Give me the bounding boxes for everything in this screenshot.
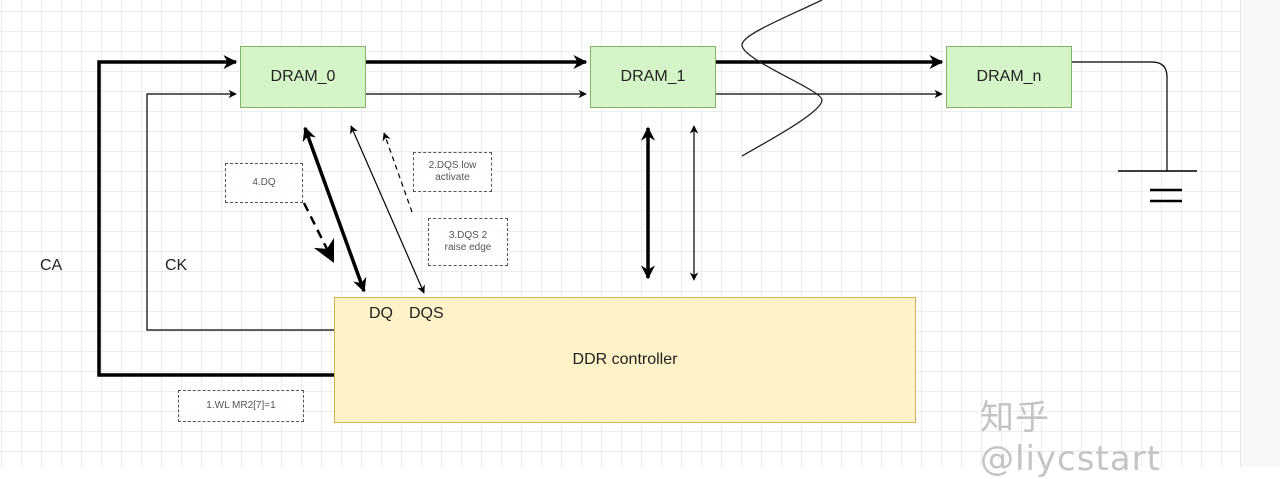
ca-signal-label: CA — [40, 257, 63, 274]
dram-1-label: DRAM_1 — [620, 68, 686, 85]
wires-layer — [97, 0, 1197, 377]
diagram-canvas: DRAM_0 DRAM_1 DRAM_n DQ DQS DDR controll… — [0, 0, 1240, 479]
dram-0-label: DRAM_0 — [270, 68, 336, 85]
ddr-controller-box[interactable]: DQ DQS DDR controller — [334, 297, 916, 423]
dram-n-box[interactable]: DRAM_n — [946, 46, 1072, 108]
ddr-controller-label: DDR controller — [572, 351, 678, 368]
ca-bus-line — [97, 55, 334, 377]
right-scroll-rail[interactable] — [1240, 0, 1280, 467]
dram-n-label: DRAM_n — [976, 68, 1042, 85]
termination-line — [1072, 61, 1168, 171]
watermark: 知乎 @liycstart — [980, 398, 1161, 479]
dram-1-box[interactable]: DRAM_1 — [590, 46, 716, 108]
dq-dashed-indicator — [302, 202, 335, 264]
dqs-dashed-indicator — [382, 132, 413, 213]
note-write-leveling[interactable]: 1.WL MR2[7]=1 — [178, 390, 304, 422]
bus-break-symbol — [741, 0, 823, 157]
dram-0-box[interactable]: DRAM_0 — [240, 46, 366, 108]
dq-line-dram0 — [302, 126, 367, 293]
dqs-port-label: DQS — [409, 305, 444, 322]
note-dqs-low-activate[interactable]: 2.DQS low activate — [413, 152, 492, 192]
ck-signal-label: CK — [165, 257, 188, 274]
ck-line — [146, 89, 334, 331]
dq-port-label: DQ — [369, 305, 393, 322]
note-dqs-raise-edge[interactable]: 3.DQS 2 raise edge — [428, 218, 508, 266]
note-dq[interactable]: 4.DQ — [225, 163, 303, 203]
dqs-line-dram0 — [350, 125, 425, 294]
